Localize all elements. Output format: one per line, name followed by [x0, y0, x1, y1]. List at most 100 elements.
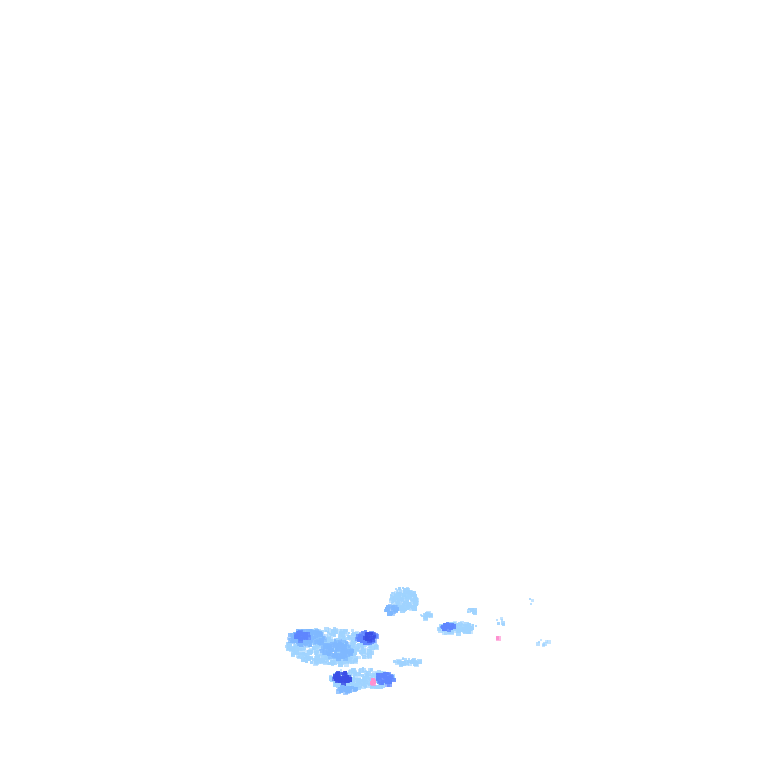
radar-echo-pixel [304, 653, 307, 656]
radar-echo-pixel [338, 687, 340, 689]
radar-echo-pixel [414, 662, 419, 667]
radar-echo-pixel [395, 588, 397, 590]
radar-echo-pixel [370, 668, 373, 671]
radar-echo-pixel [473, 611, 477, 615]
radar-echo-pixel [331, 663, 334, 666]
radar-echo-pixel [320, 634, 325, 639]
radar-echo-pixel [334, 683, 337, 686]
radar-echo-pixel [443, 627, 445, 629]
radar-echo-pixel [318, 631, 322, 635]
radar-echo-pixel [331, 660, 335, 664]
radar-echo-pixel [409, 590, 413, 594]
radar-echo-pixel [345, 682, 350, 687]
radar-echo-pixel [323, 644, 328, 649]
radar-echo-pixel [341, 659, 346, 664]
radar-echo-pixel [390, 595, 395, 600]
radar-echo-pixel [359, 668, 364, 673]
radar-echo-pixel [360, 652, 363, 655]
radar-echo-pixel [342, 636, 346, 640]
radar-echo-pixel [306, 629, 310, 633]
radar-echo-pixel [414, 604, 417, 607]
echo-specks-far-north [529, 598, 534, 605]
radar-echo-pixel [367, 649, 371, 653]
radar-echo-pixel [467, 611, 469, 613]
radar-echo-pixel [304, 639, 308, 643]
radar-echo-pixel [370, 651, 374, 655]
radar-echo-pixel [496, 637, 499, 640]
radar-echo-pixel [353, 651, 357, 655]
radar-echo-pixel [357, 643, 362, 648]
radar-echo-pixel [303, 647, 306, 650]
radar-echo-pixel [306, 635, 311, 640]
radar-echo-pixel [540, 639, 542, 641]
radar-echo-pixel [529, 598, 531, 600]
radar-echo-pixel [332, 643, 334, 645]
radar-echo-pixel [414, 602, 417, 605]
radar-echo-layer [285, 587, 551, 695]
echo-specks-far-east [496, 617, 505, 626]
radar-echo-pixel [328, 643, 330, 645]
radar-echo-pixel [343, 656, 348, 661]
radar-echo-pixel [315, 651, 318, 654]
radar-echo-pixel [462, 627, 466, 631]
radar-echo-pixel [401, 605, 405, 609]
radar-echo-pixel [307, 640, 310, 643]
radar-echo-pixel [402, 657, 404, 659]
radar-echo-pixel [370, 645, 375, 650]
radar-echo-pixel [407, 660, 410, 663]
radar-echo-pixel [313, 661, 318, 666]
radar-echo-pixel [297, 646, 302, 651]
radar-echo-pixel [312, 658, 315, 661]
radar-echo-pixel [440, 626, 442, 628]
radar-echo-pixel [344, 671, 347, 674]
radar-echo-pixel [291, 633, 295, 637]
radar-echo-pixel [394, 591, 396, 593]
radar-echo-pixel [323, 661, 327, 665]
radar-echo-pixel [319, 658, 324, 663]
radar-echo-pixel [374, 634, 379, 639]
radar-echo-pixel [351, 637, 356, 642]
radar-echo-pixel [395, 594, 399, 598]
radar-echo-pixel [359, 632, 361, 634]
radar-echo-pixel [409, 608, 412, 611]
radar-echo-pixel [353, 676, 355, 678]
radar-echo-pixel [292, 641, 295, 644]
radar-echo-pixel [424, 614, 428, 618]
radar-echo-pixel [298, 635, 303, 640]
radar-echo-pixel [429, 614, 433, 618]
radar-echo-pixel [362, 649, 366, 653]
radar-echo-pixel [311, 635, 313, 637]
radar-echo-pixel [425, 612, 427, 614]
radar-echo-pixel [351, 629, 354, 632]
radar-echo-pixel [338, 640, 343, 645]
radar-echo-pixel [345, 630, 347, 632]
radar-echo-pixel [336, 682, 340, 686]
radar-echo-pixel [418, 660, 422, 664]
radar-echo-pixel [350, 649, 354, 653]
radar-echo-pixel [312, 647, 314, 649]
radar-echo-pixel [294, 643, 298, 647]
radar-echo-pixel [295, 650, 298, 653]
radar-echo-pixel [356, 634, 361, 639]
radar-echo-pixel [307, 655, 310, 658]
radar-echo-pixel [365, 632, 369, 636]
radar-echo-pixel [447, 628, 451, 632]
radar-echo-pixel [309, 631, 312, 634]
radar-echo-pixel [470, 608, 474, 612]
radar-echo-pixel [365, 652, 368, 655]
echo-tail-south [336, 685, 358, 695]
radar-echo-pixel [449, 629, 454, 634]
radar-echo-pixel [414, 598, 418, 602]
radar-echo-pixel [347, 658, 350, 661]
radar-echo-pixel [531, 599, 534, 602]
radar-echo-pixel [386, 680, 389, 683]
radar-echo-pixel [399, 590, 401, 592]
radar-echo-pixel [362, 677, 366, 681]
radar-echo-pixel [408, 607, 410, 609]
radar-echo-pixel [296, 629, 299, 632]
radar-echo-pixel [327, 645, 331, 649]
radar-echo-pixel [295, 634, 300, 639]
radar-echo-pixel [364, 671, 368, 675]
radar-echo-pixel [339, 654, 342, 657]
echo-core-west-b [319, 639, 354, 661]
